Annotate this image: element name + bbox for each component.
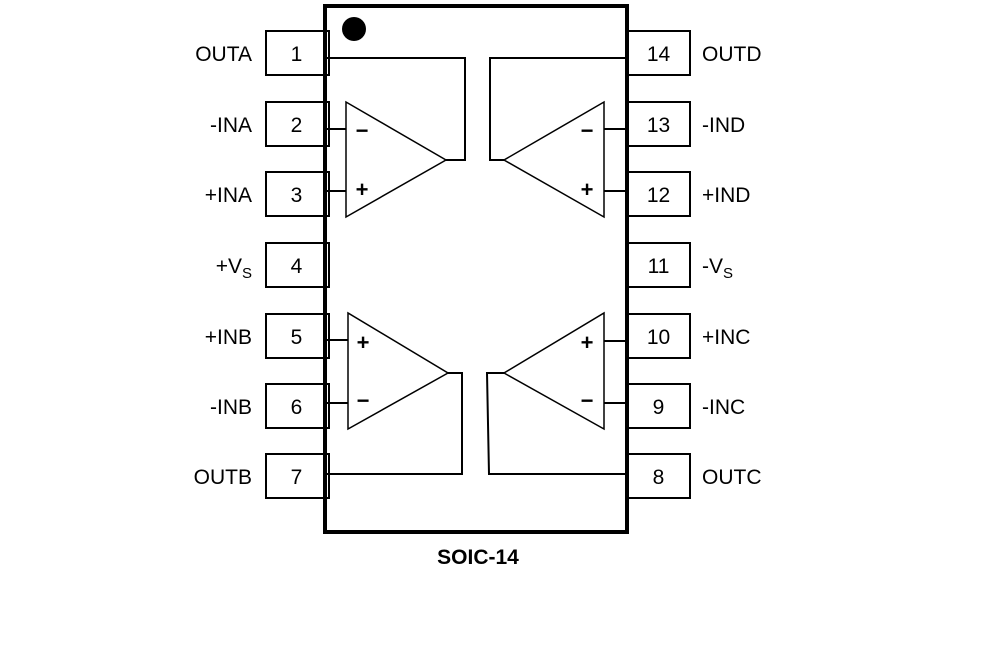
pin-number: 10 <box>647 326 670 349</box>
pin-number: 4 <box>291 255 303 278</box>
op-amp-c-top-sign: + <box>581 330 594 355</box>
chip-body <box>323 4 629 534</box>
left-pin-column: 1 OUTA 2 -INA 3 +INA 4 +VS 5 +INB 6 -INB 7 OUTB <box>194 30 330 499</box>
pin-box <box>265 171 330 217</box>
pin-number: 8 <box>653 466 665 489</box>
pin-1: 1 OUTA <box>195 30 330 76</box>
pin-name: OUTD <box>702 43 762 66</box>
pin-name: OUTC <box>702 466 762 489</box>
pin-box <box>626 242 691 288</box>
pin-name: +IND <box>702 184 750 207</box>
pin-name: -INA <box>210 114 252 137</box>
op-amp-b-feedback-wire <box>325 372 463 475</box>
pin-11: 11 -VS <box>626 242 733 288</box>
pin-name: OUTB <box>194 466 252 489</box>
pin-number: 13 <box>647 114 670 137</box>
op-amp-d-triangle <box>502 100 605 219</box>
pin-box <box>265 313 330 359</box>
pin-6: 6 -INB <box>210 383 330 429</box>
op-amp-c-bottom-sign: − <box>581 388 594 413</box>
op-amp-d-feedback-wire <box>489 57 627 161</box>
pin-number: 6 <box>291 396 303 419</box>
pin-name: -INB <box>210 396 252 419</box>
pin-number: 7 <box>291 466 303 489</box>
pin-box <box>265 453 330 499</box>
pin-14: 14 OUTD <box>626 30 762 76</box>
pin-number: 3 <box>291 184 303 207</box>
pin-13: 13 -IND <box>626 101 745 147</box>
pin-number: 5 <box>291 326 303 349</box>
pin-box <box>626 453 691 499</box>
pin-5: 5 +INB <box>205 313 330 359</box>
pin-number: 12 <box>647 184 670 207</box>
pin-name: +INA <box>205 184 252 207</box>
pin-12: 12 +IND <box>626 171 750 217</box>
op-amp-d-top-sign: − <box>581 118 594 143</box>
op-amp-c-feedback-wire <box>485 372 627 475</box>
pin-number: 11 <box>648 255 670 278</box>
pin-number: 9 <box>653 396 665 419</box>
pin-number: 2 <box>291 114 303 137</box>
op-amp-a-feedback-wire <box>325 57 466 161</box>
op-amp-c: + − <box>485 311 627 475</box>
op-amp-b: + − <box>325 311 463 475</box>
package-title: SOIC-14 <box>437 546 519 569</box>
pin-name: +INB <box>205 326 252 349</box>
pin-number: 14 <box>647 43 671 66</box>
pin-name: +VS <box>216 255 252 282</box>
pin-3: 3 +INA <box>205 171 330 217</box>
pin-10: 10 +INC <box>626 313 750 359</box>
op-amp-a-triangle <box>345 100 448 219</box>
pin-8: 8 OUTC <box>626 453 762 499</box>
pin-name: OUTA <box>195 43 252 66</box>
pin-box <box>265 101 330 147</box>
op-amp-d-bottom-sign: + <box>581 177 594 202</box>
op-amp-b-triangle <box>347 311 450 431</box>
pin-box <box>626 383 691 429</box>
pin-9: 9 -INC <box>626 383 745 429</box>
op-amp-c-triangle <box>502 311 605 431</box>
pin-box <box>265 242 330 288</box>
op-amp-b-top-sign: + <box>357 330 370 355</box>
pin-name: +INC <box>702 326 750 349</box>
op-amp-a-top-sign: − <box>356 118 369 143</box>
pin-name: -INC <box>702 396 745 419</box>
pin-box <box>265 383 330 429</box>
pin1-dot-icon <box>342 17 366 41</box>
pin-4: 4 +VS <box>216 242 330 288</box>
pin-box <box>626 313 691 359</box>
right-pin-column: 14 OUTD 13 -IND 12 +IND 11 -VS 10 +INC 9 -INC 8 OUTC <box>626 30 762 499</box>
pin-7: 7 OUTB <box>194 453 330 499</box>
op-amp-a: − + <box>325 57 466 219</box>
op-amp-d: − + <box>489 57 627 219</box>
pin-number: 1 <box>291 43 303 66</box>
pin-box <box>265 30 330 76</box>
pin-2: 2 -INA <box>210 101 330 147</box>
op-amp-a-bottom-sign: + <box>356 177 369 202</box>
pin-name: -IND <box>702 114 745 137</box>
pin-name: -VS <box>702 255 733 282</box>
op-amp-b-bottom-sign: − <box>357 388 370 413</box>
